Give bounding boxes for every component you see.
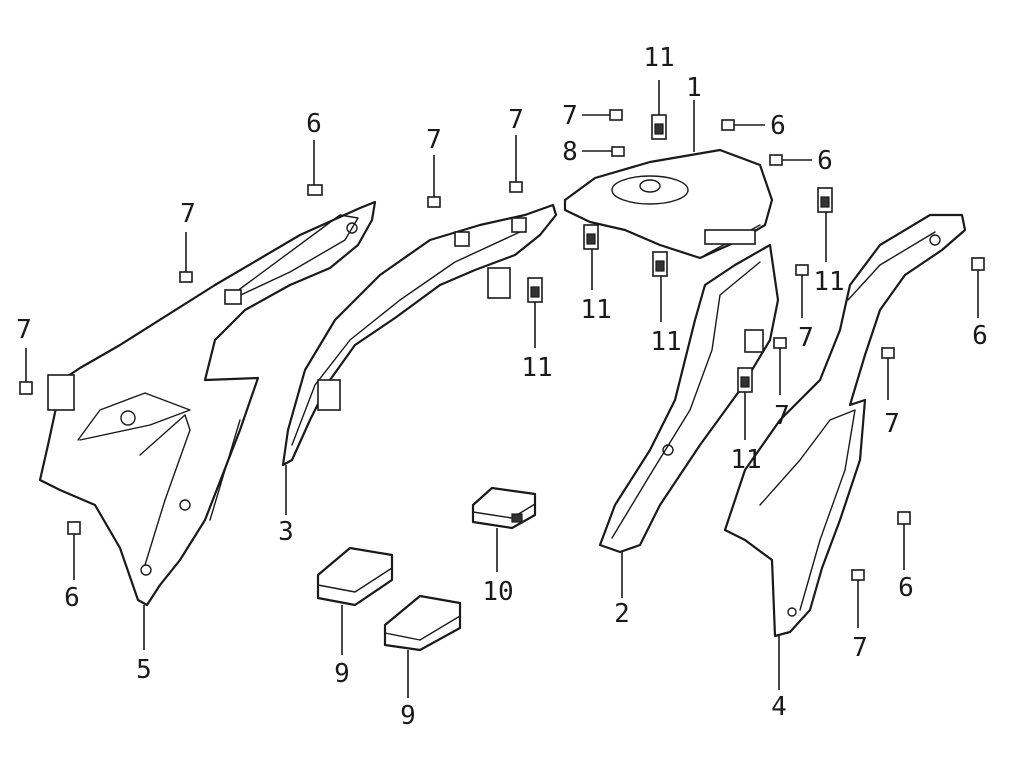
fastener-screw-6a: [307, 184, 323, 196]
fastener-clip-11e: [527, 277, 543, 303]
fastener-screw-8: [611, 146, 625, 157]
fastener-clip-11f: [737, 367, 753, 393]
fastener-clip-11d: [652, 251, 668, 277]
fastener-clip-11a: [651, 114, 667, 140]
fastener-screw-6b: [721, 119, 735, 131]
part-1-center-cover: [563, 148, 774, 260]
callout-4: 4: [771, 692, 787, 722]
fastener-clip-11c: [583, 224, 599, 250]
fastener-screw-7d: [509, 181, 523, 193]
part-9-pad-b: [383, 594, 462, 652]
fastener-screw-7g: [773, 337, 787, 349]
callout-7e: 7: [562, 101, 578, 131]
fastener-screw-7i: [851, 569, 865, 581]
callout-11a: 11: [643, 43, 674, 73]
callout-7h: 7: [884, 409, 900, 439]
callout-7d: 7: [508, 105, 524, 135]
callout-2: 2: [614, 599, 630, 629]
fastener-clip-11b: [817, 187, 833, 213]
callout-9b: 9: [400, 701, 416, 731]
fastener-screw-7c: [427, 196, 441, 208]
callout-11b: 11: [813, 267, 844, 297]
fastener-screw-7b: [179, 271, 193, 283]
callout-11c: 11: [580, 295, 611, 325]
fastener-screw-7h: [881, 347, 895, 359]
callout-5: 5: [136, 655, 152, 685]
fastener-screw-6c: [769, 154, 783, 166]
callout-6b: 6: [770, 111, 786, 141]
fastener-screw-6f: [67, 521, 81, 535]
callout-9a: 9: [334, 659, 350, 689]
part-5-left-side-cover: [38, 200, 377, 607]
callout-7g: 7: [774, 401, 790, 431]
fastener-screw-7e: [609, 109, 623, 121]
part-4-right-side-cover: [723, 213, 967, 638]
callout-6d: 6: [972, 321, 988, 351]
callout-8: 8: [562, 137, 578, 167]
part-2-center-frame: [598, 243, 780, 554]
leader-lines: [25, 80, 979, 698]
callout-11f: 11: [730, 445, 761, 475]
callout-1: 1: [686, 73, 702, 103]
callout-6e: 6: [898, 573, 914, 603]
callout-6f: 6: [64, 583, 80, 613]
callout-11d: 11: [650, 327, 681, 357]
part-9-pad-a: [316, 546, 394, 607]
part-10-pad: [471, 486, 537, 530]
callout-7i: 7: [852, 633, 868, 663]
callout-7b: 7: [180, 199, 196, 229]
fastener-screw-7f: [795, 264, 809, 276]
callout-7f: 7: [798, 323, 814, 353]
callout-11e: 11: [521, 353, 552, 383]
callout-labels: 1 2 3 4 5 6 6 6 6 6 6 7 7 7 7 7 7 7 7 7 …: [16, 43, 988, 731]
callout-6c: 6: [817, 146, 833, 176]
fastener-screw-7a: [19, 381, 33, 395]
callout-10: 10: [482, 577, 513, 607]
callout-3: 3: [278, 517, 294, 547]
part-3-side-rail: [281, 203, 558, 467]
fastener-screw-6d: [971, 257, 985, 271]
fastener-screw-6e: [897, 511, 911, 525]
callout-7a: 7: [16, 315, 32, 345]
callout-7c: 7: [426, 125, 442, 155]
callout-6a: 6: [306, 109, 322, 139]
